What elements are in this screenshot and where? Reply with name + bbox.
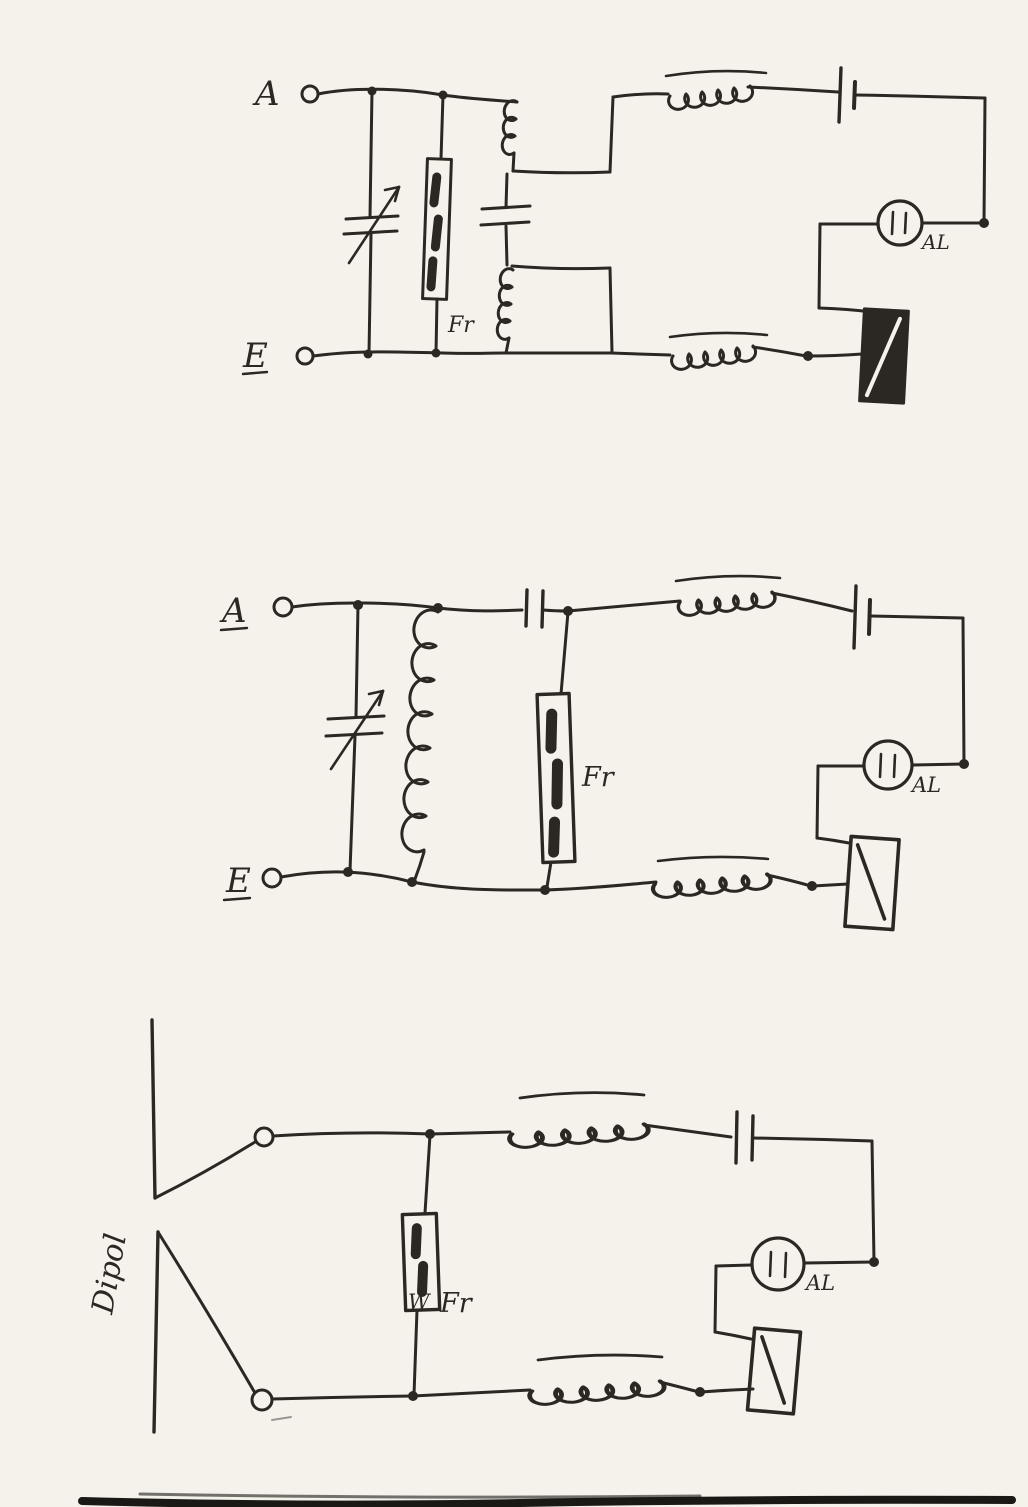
- circuit3-choke-top: [510, 1091, 649, 1148]
- circuit-1: A E: [241, 66, 989, 405]
- circuit2-junctions: [343, 600, 969, 895]
- circuit3-coherer-prefix-label: W: [408, 1290, 432, 1314]
- circuit2-coherer: Fr: [535, 691, 616, 865]
- circuit2-coherer-label: Fr: [581, 762, 616, 793]
- circuit2-earth-label: E: [225, 861, 251, 901]
- circuit3-coherer-label: Fr: [439, 1288, 474, 1319]
- circuit2-series-capacitor: [524, 588, 545, 629]
- circuit3-choke-bottom: [530, 1353, 664, 1404]
- circuit2-choke-top: [674, 574, 782, 618]
- circuit2-antenna-label: A: [219, 591, 247, 631]
- circuit2-antenna-underline: [219, 626, 249, 632]
- circuit1-indicator: AL: [876, 199, 950, 254]
- circuit3-dipole-antenna: [150, 1018, 257, 1434]
- circuit2-indicator-label: AL: [910, 773, 941, 797]
- circuit1-wiring: [311, 85, 987, 358]
- circuit2-indicator: AL: [862, 739, 941, 797]
- circuit3-indicator: AL: [750, 1236, 835, 1295]
- circuit3-junctions: [408, 1129, 879, 1401]
- scan-edge-smudge: [78, 1492, 1016, 1507]
- circuit1-coupling-capacitor: [480, 204, 532, 211]
- circuit3-coherer: W Fr: [400, 1211, 474, 1319]
- circuit1-indicator-label: AL: [920, 230, 950, 254]
- circuit1-earth-label: E: [242, 336, 268, 376]
- ink-layer: A E: [78, 66, 1016, 1507]
- circuit1-variable-capacitor: [342, 185, 401, 265]
- circuit1-earth-underline: [241, 370, 269, 376]
- circuit2-earth-underline: [222, 896, 252, 902]
- circuit1-antenna-label: A: [252, 74, 280, 114]
- circuit1-choke-bottom: [668, 331, 769, 371]
- circuit1-junctions: [363, 86, 989, 361]
- circuit1-battery: [837, 66, 857, 124]
- circuit3-series-capacitor: [734, 1110, 755, 1165]
- circuit3-indicator-label: AL: [804, 1271, 835, 1295]
- circuit1-relay: [858, 307, 910, 405]
- circuit1-coherer: Fr: [421, 157, 475, 338]
- circuit-3: Dipol: [85, 1018, 879, 1434]
- circuit3-smudge-mark: [271, 1416, 292, 1421]
- circuit1-tuning-coil: [479, 99, 532, 341]
- circuit2-relay: [843, 834, 901, 932]
- circuit2-battery: [852, 584, 872, 650]
- circuit3-relay: [745, 1326, 803, 1416]
- circuit2-variable-capacitor: [324, 689, 386, 771]
- circuit-2: A E: [219, 574, 969, 932]
- circuit1-coherer-label: Fr: [447, 313, 475, 338]
- circuit2-choke-bottom: [653, 855, 771, 897]
- circuit1-choke-top: [664, 69, 768, 111]
